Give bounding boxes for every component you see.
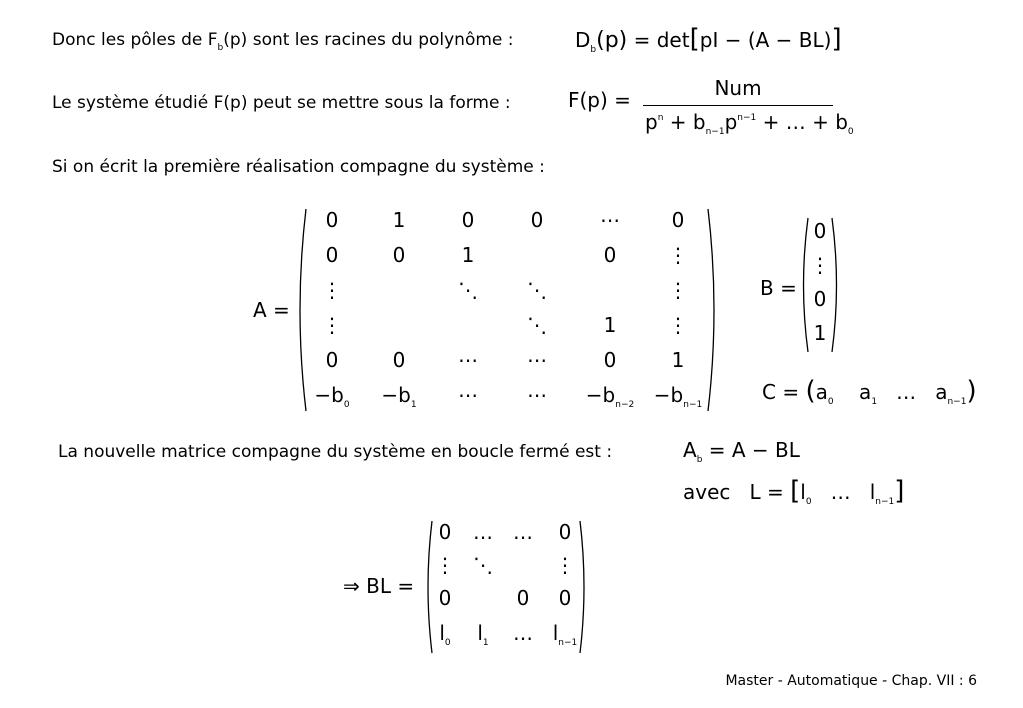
matrix-cell: −bn−2 bbox=[585, 383, 635, 410]
fraction-bar bbox=[643, 105, 833, 106]
matrix-b-label: B = bbox=[760, 276, 797, 300]
matrix-bl: 0 … … 0 ⋮ ⋱ ⋮ 0 0 0 l0 l1 … ln−1 bbox=[423, 518, 589, 656]
matrix-cell: 0 bbox=[813, 219, 827, 243]
fraction-numerator: Num bbox=[714, 76, 762, 100]
matrix-b: 0 ⋮ 0 1 bbox=[798, 215, 842, 355]
matrix-b-parentheses bbox=[802, 217, 838, 353]
matrix-cell: 1 bbox=[813, 321, 827, 345]
matrix-a: 0 1 0 0 ⋯ 0 0 0 1 0 ⋮ ⋮ ⋱ ⋱ ⋮ ⋮ ⋱ 1 ⋮ 0 0 ⋯ ⋯ 0 1 −b0 −b1 ⋯ ⋯ −bn−2 −b… bbox=[292, 205, 722, 415]
text-line-4: La nouvelle matrice compagne du système … bbox=[58, 442, 613, 462]
matrix-cell: l1 bbox=[477, 621, 489, 648]
matrix-cell: ⋯ bbox=[458, 348, 478, 372]
matrix-cell: 0 bbox=[392, 348, 406, 372]
matrix-cell: 0 bbox=[438, 586, 452, 610]
matrix-cell: 0 bbox=[813, 287, 827, 311]
transfer-fraction: Num pn + bn−1pn−1 + … + b0 bbox=[643, 72, 854, 142]
matrix-cell: ⋮ bbox=[668, 243, 688, 267]
matrix-cell: 0 bbox=[461, 208, 475, 232]
equation-poles: Db(p) = det[pI − (A − BL)] bbox=[575, 24, 842, 55]
matrix-cell: −b1 bbox=[381, 383, 417, 410]
matrix-cell: ⋯ bbox=[527, 383, 547, 407]
matrix-cell: 0 bbox=[516, 586, 530, 610]
text-line-1: Donc les pôles de Fb(p) sont les racines… bbox=[52, 30, 514, 53]
matrix-cell: 0 bbox=[325, 348, 339, 372]
matrix-cell: ⋮ bbox=[668, 313, 688, 337]
matrix-cell: ⋯ bbox=[458, 383, 478, 407]
matrix-cell: … bbox=[513, 520, 533, 544]
matrix-cell: … bbox=[473, 520, 493, 544]
matrix-c: C = (a0 a1 … an−1) bbox=[762, 376, 977, 407]
matrix-cell: 0 bbox=[671, 208, 685, 232]
matrix-cell: ⋱ bbox=[527, 278, 547, 302]
equation-closed-loop: Ab = A − BL bbox=[683, 438, 800, 465]
matrix-cell: 0 bbox=[325, 208, 339, 232]
matrix-cell: ⋮ bbox=[322, 313, 342, 337]
matrix-cell: … bbox=[513, 621, 533, 645]
matrix-bl-parentheses bbox=[427, 520, 585, 654]
matrix-cell: ln−1 bbox=[552, 621, 578, 648]
matrix-cell: 0 bbox=[603, 348, 617, 372]
matrix-cell: l0 bbox=[439, 621, 451, 648]
footer-chapter: Master - Automatique - Chap. VII : 6 bbox=[725, 673, 977, 689]
matrix-cell: ⋱ bbox=[473, 553, 493, 577]
matrix-cell: 0 bbox=[603, 243, 617, 267]
matrix-cell: 0 bbox=[558, 586, 572, 610]
matrix-cell: 0 bbox=[325, 243, 339, 267]
matrix-cell: 1 bbox=[671, 348, 685, 372]
matrix-bl-label: ⇒ BL = bbox=[343, 574, 415, 598]
matrix-cell: ⋱ bbox=[458, 278, 478, 302]
matrix-cell: 0 bbox=[392, 243, 406, 267]
matrix-cell: ⋱ bbox=[527, 313, 547, 337]
matrix-cell: 0 bbox=[558, 520, 572, 544]
matrix-cell: ⋮ bbox=[555, 553, 575, 577]
matrix-cell: ⋯ bbox=[600, 208, 620, 232]
matrix-cell: ⋮ bbox=[668, 278, 688, 302]
matrix-cell: 0 bbox=[438, 520, 452, 544]
matrix-cell: 1 bbox=[603, 313, 617, 337]
matrix-cell: ⋮ bbox=[810, 253, 830, 277]
matrix-a-parentheses bbox=[299, 208, 715, 412]
matrix-cell: −b0 bbox=[314, 383, 350, 410]
matrix-cell: ⋮ bbox=[435, 553, 455, 577]
text-line-3: Si on écrit la première réalisation comp… bbox=[52, 157, 545, 177]
matrix-cell: 0 bbox=[530, 208, 544, 232]
equation-l: avec L = [l0 … ln−1] bbox=[683, 476, 905, 507]
equation-transfer-lhs: F(p) = bbox=[568, 88, 631, 112]
matrix-cell: 1 bbox=[392, 208, 406, 232]
fraction-denominator: pn + bn−1pn−1 + … + b0 bbox=[645, 110, 854, 137]
matrix-cell: −bn−1 bbox=[653, 383, 703, 410]
matrix-cell: ⋯ bbox=[527, 348, 547, 372]
matrix-a-label: A = bbox=[253, 298, 290, 322]
text-line-2: Le système étudié F(p) peut se mettre so… bbox=[52, 93, 511, 113]
matrix-cell: ⋮ bbox=[322, 278, 342, 302]
matrix-cell: 1 bbox=[461, 243, 475, 267]
